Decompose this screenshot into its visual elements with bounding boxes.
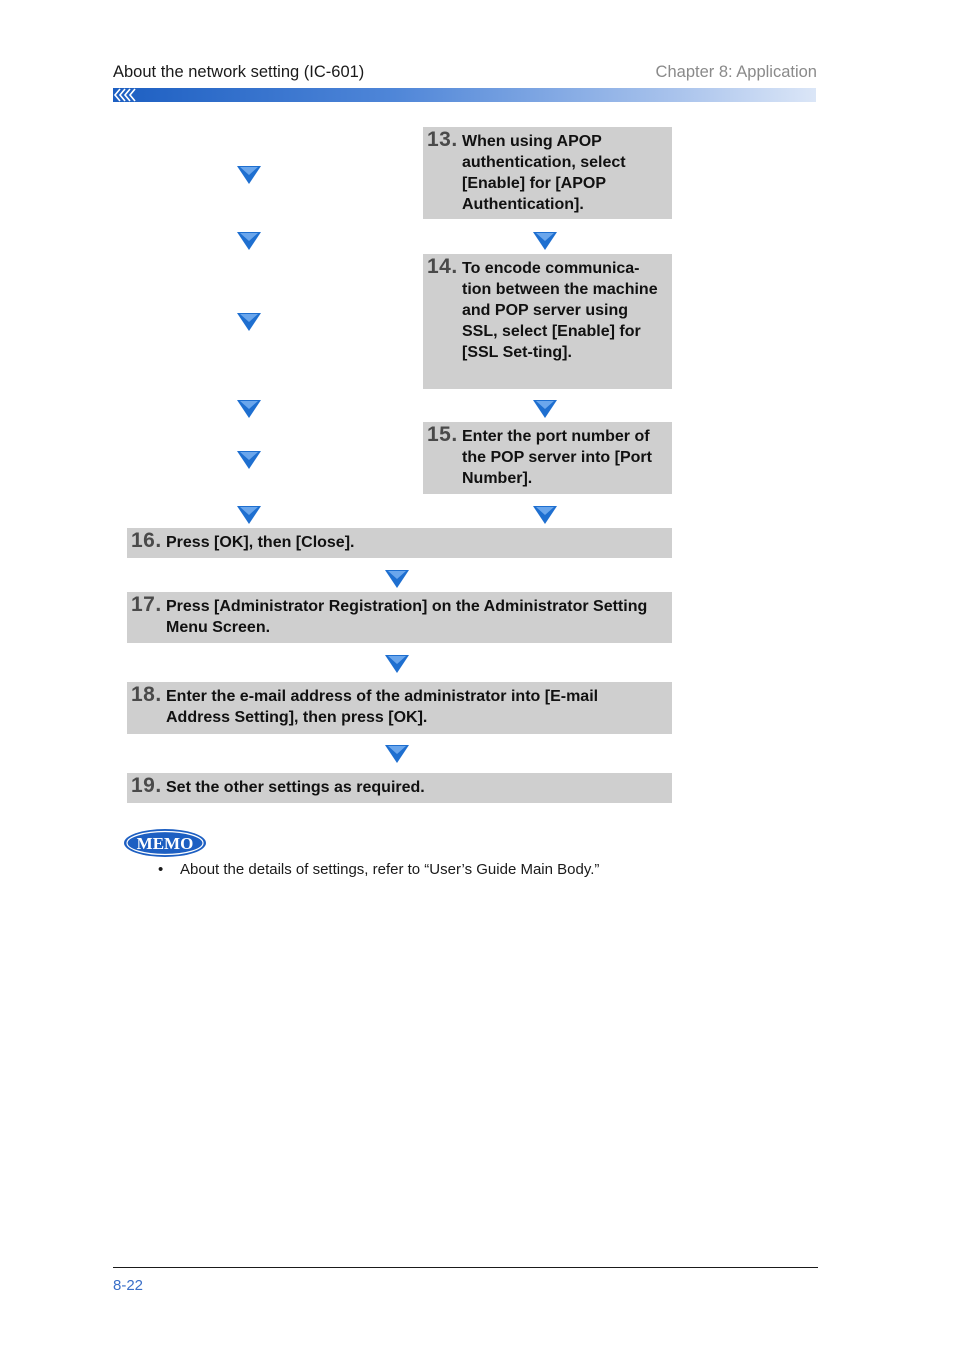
step-number: 13. — [427, 128, 458, 151]
memo-badge-label: MEMO — [137, 834, 194, 853]
step-number: 19. — [131, 774, 162, 797]
flow-arrow-down-icon — [237, 313, 261, 331]
step-number: 15. — [427, 423, 458, 446]
flow-arrow-down-icon — [237, 232, 261, 250]
flow-arrow-down-icon — [385, 570, 409, 588]
flow-arrow-down-icon — [533, 506, 557, 524]
step-19-box: 19. Set the other settings as required. — [127, 773, 672, 803]
step-text: Press [Administrator Registration] on th… — [166, 598, 648, 636]
page-number: 8-22 — [113, 1277, 144, 1294]
flow-arrow-down-icon — [237, 166, 261, 184]
step-number: 14. — [427, 255, 458, 278]
step-text: Press [OK], then [Close]. — [166, 534, 355, 551]
header-chevrons-icon — [113, 88, 136, 102]
flow-arrow-down-icon — [385, 655, 409, 673]
step-text: Enter the port number of the POP server … — [462, 428, 652, 487]
step-text: When using APOP authentication, select [… — [462, 133, 626, 213]
step-number: 17. — [131, 593, 162, 616]
footer-rule — [113, 1267, 818, 1268]
step-16-box: 16. Press [OK], then [Close]. — [127, 528, 672, 558]
step-15-box: 15. Enter the port number of the POP ser… — [423, 422, 672, 494]
memo-badge: MEMO — [124, 829, 206, 857]
memo-note-text: About the details of settings, refer to … — [180, 861, 600, 878]
step-17-box: 17. Press [Administrator Registration] o… — [127, 592, 672, 643]
step-18-box: 18. Enter the e-mail address of the admi… — [127, 682, 672, 734]
memo-note: • About the details of settings, refer to… — [158, 861, 599, 878]
header-gradient-bar — [113, 88, 816, 102]
running-header-chapter: Chapter 8: Application — [655, 63, 817, 81]
flow-arrow-down-icon — [385, 745, 409, 763]
step-text: Enter the e-mail address of the administ… — [166, 688, 599, 726]
step-14-box: 14. To encode communica-tion between the… — [423, 254, 672, 389]
bullet-dot: • — [158, 861, 164, 878]
step-number: 18. — [131, 683, 162, 706]
step-number: 16. — [131, 529, 162, 552]
step-13-box: 13. When using APOP authentication, sele… — [423, 127, 672, 219]
running-header-title: About the network setting (IC-601) — [113, 63, 365, 81]
flow-arrow-down-icon — [533, 400, 557, 418]
flow-arrow-down-icon — [237, 506, 261, 524]
flow-arrow-down-icon — [237, 451, 261, 469]
flow-arrow-down-icon — [237, 400, 261, 418]
step-text: Set the other settings as required. — [166, 779, 425, 796]
step-text: To encode communica-tion between the mac… — [462, 260, 658, 361]
flow-arrow-down-icon — [533, 232, 557, 250]
